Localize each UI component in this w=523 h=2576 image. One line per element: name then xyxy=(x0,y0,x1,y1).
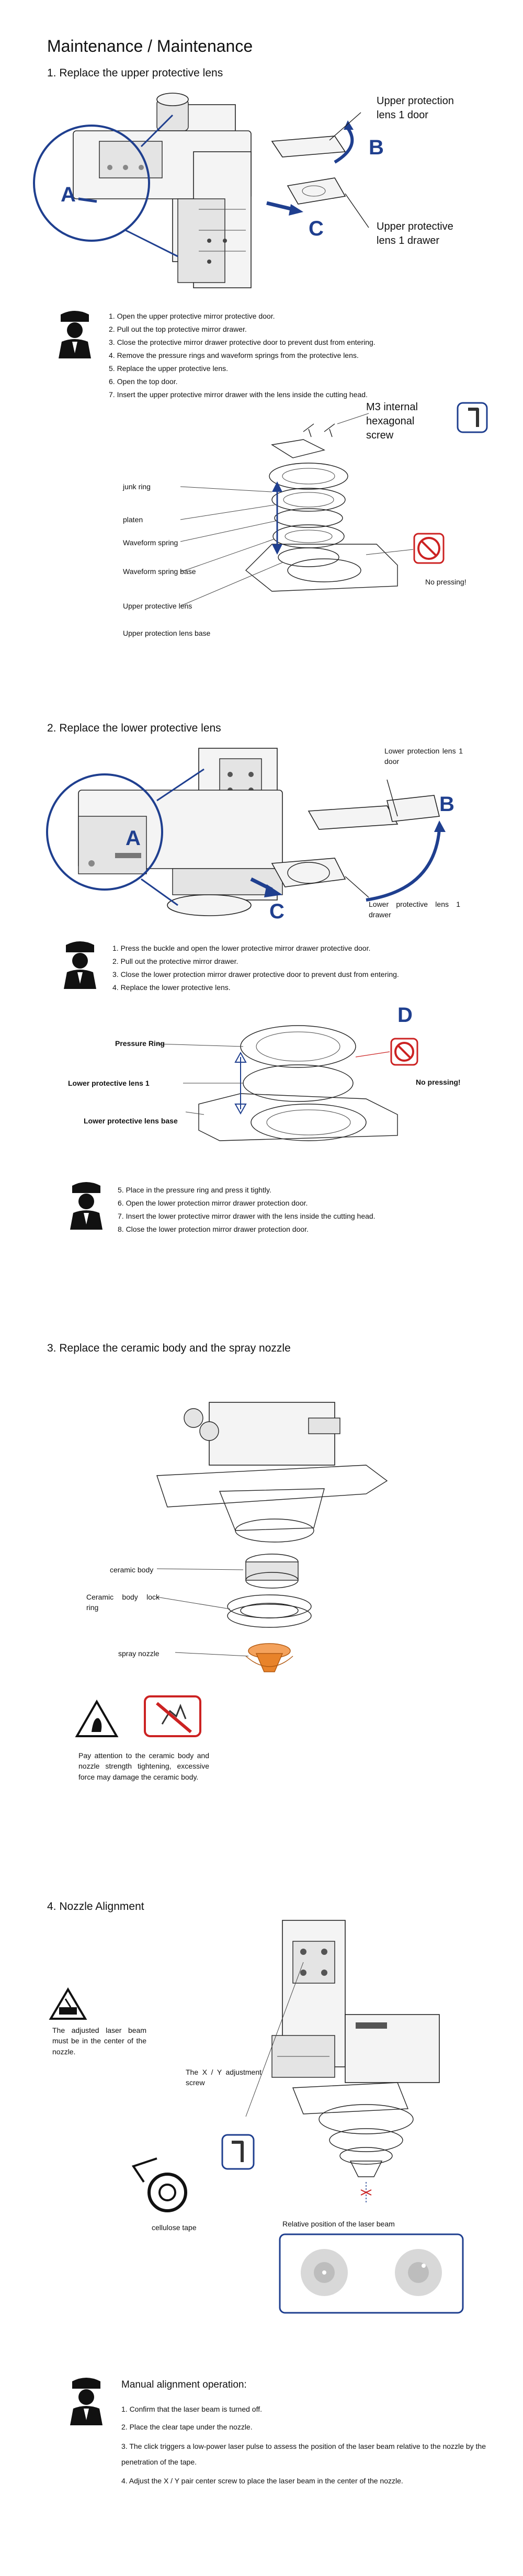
hazard-triangle-icon xyxy=(75,1699,119,1737)
section-1-steps: 1. Open the upper protective mirror prot… xyxy=(109,310,475,401)
section-4-steps: 1. Confirm that the laser beam is turned… xyxy=(121,2403,487,2488)
step-item: 3. Close the protective mirror drawer pr… xyxy=(109,338,376,346)
ceramic-body-illustration xyxy=(156,1402,388,1672)
manual-alignment-title: Manual alignment operation: xyxy=(121,2379,247,2390)
relative-position-label: Relative position of the laser beam xyxy=(282,2220,395,2228)
label-letter-d: D xyxy=(397,1004,413,1027)
step-item: 7. Insert the lower protective mirror dr… xyxy=(118,1212,376,1220)
hazard-triangle-icon xyxy=(49,1987,87,2020)
section-4-heading: 4. Nozzle Alignment xyxy=(47,1900,144,1913)
part-label-lower-lens-base: Lower protective lens base xyxy=(84,1117,178,1125)
part-label-upper-lens: Upper protective lens xyxy=(123,602,192,610)
step-item: 3. Close the lower protection mirror dra… xyxy=(112,970,399,978)
part-label-waveform-spring: Waveform spring xyxy=(123,538,178,547)
ceramic-warning-text: Pay attention to the ceramic body and no… xyxy=(78,1751,209,1781)
upper-drawer-label: Upper protective lens 1 drawer xyxy=(377,221,453,246)
xy-screw-label: The X / Y adjustment screw xyxy=(186,2068,262,2087)
step-item: 2. Pull out the top protective mirror dr… xyxy=(109,325,247,333)
upper-door-label: Upper protection lens 1 door xyxy=(377,95,454,121)
hex-key-icon xyxy=(457,402,488,433)
nozzle-alignment-illustration xyxy=(131,1920,464,2314)
step-item: 7. Insert the upper protective mirror dr… xyxy=(109,390,368,399)
step-item: 1. Confirm that the laser beam is turned… xyxy=(121,2405,262,2413)
lower-lens-illustration xyxy=(46,748,446,916)
step-item: 4. Replace the lower protective lens. xyxy=(112,983,231,992)
part-label-upper-lens-base: Upper protection lens base xyxy=(123,629,211,637)
worker-icon xyxy=(70,1182,103,1230)
step-item: 4. Remove the pressure rings and wavefor… xyxy=(109,351,359,359)
part-label-ceramic-body: ceramic body xyxy=(110,1566,154,1574)
no-hand-icon xyxy=(144,1695,201,1737)
step-item: 1. Open the upper protective mirror prot… xyxy=(109,312,275,320)
part-label-junk-ring: junk ring xyxy=(123,482,151,491)
step-item: 2. Pull out the protective mirror drawer… xyxy=(112,957,238,965)
m3-screw-label: M3 internal hexagonal screw xyxy=(366,401,418,441)
step-item: 1. Press the buckle and open the lower p… xyxy=(112,944,371,952)
part-label-pressure-ring: Pressure Ring xyxy=(115,1039,165,1048)
step-item: 5. Replace the upper protective lens. xyxy=(109,364,229,373)
laser-center-note: The adjusted laser beam must be in the c… xyxy=(52,2026,146,2056)
section-1-heading: 1. Replace the upper protective lens xyxy=(47,67,223,79)
worker-icon xyxy=(64,941,96,989)
step-item: 6. Open the top door. xyxy=(109,377,178,386)
step-item: 8. Close the lower protection mirror dra… xyxy=(118,1225,309,1233)
label-letter-c: C xyxy=(309,217,324,240)
label-letter-b2: B xyxy=(439,793,454,816)
part-label-waveform-spring-base: Waveform spring base xyxy=(123,567,196,576)
upper-lens-illustration xyxy=(33,93,369,288)
no-pressing-label: No pressing! xyxy=(425,578,467,586)
upper-lens-exploded-view xyxy=(180,413,445,606)
step-item: 3. The click triggers a low-power laser … xyxy=(121,2442,486,2466)
section-2-steps-a: 1. Press the buckle and open the lower p… xyxy=(112,942,489,994)
step-item: 2. Place the clear tape under the nozzle… xyxy=(121,2423,253,2431)
lower-lens-exploded-view xyxy=(156,1025,418,1141)
step-item: 4. Adjust the X / Y pair center screw to… xyxy=(121,2477,403,2485)
section-3-heading: 3. Replace the ceramic body and the spra… xyxy=(47,1342,291,1354)
worker-icon xyxy=(70,2378,103,2425)
tape-label: cellulose tape xyxy=(152,2223,197,2232)
part-label-lock-ring: Ceramic body lock ring xyxy=(86,1593,160,1612)
no-pressing-label-2: No pressing! xyxy=(416,1078,461,1086)
worker-icon xyxy=(59,311,91,358)
lower-door-label: Lower protection lens 1 door xyxy=(384,747,463,766)
label-letter-a: A xyxy=(61,183,76,206)
step-item: 5. Place in the pressure ring and press … xyxy=(118,1186,271,1194)
section-2-steps-b: 5. Place in the pressure ring and press … xyxy=(118,1184,484,1236)
part-label-platen: platen xyxy=(123,515,143,524)
part-label-spray-nozzle: spray nozzle xyxy=(118,1649,160,1658)
label-letter-b: B xyxy=(369,136,384,159)
page-title: Maintenance / Maintenance xyxy=(47,37,253,55)
part-label-lower-lens: Lower protective lens 1 xyxy=(68,1079,150,1087)
label-letter-c2: C xyxy=(269,900,285,923)
section-2-heading: 2. Replace the lower protective lens xyxy=(47,722,221,734)
step-item: 6. Open the lower protection mirror draw… xyxy=(118,1199,308,1207)
label-letter-a2: A xyxy=(126,827,141,850)
lower-drawer-label: Lower protective lens 1 drawer xyxy=(369,900,460,919)
